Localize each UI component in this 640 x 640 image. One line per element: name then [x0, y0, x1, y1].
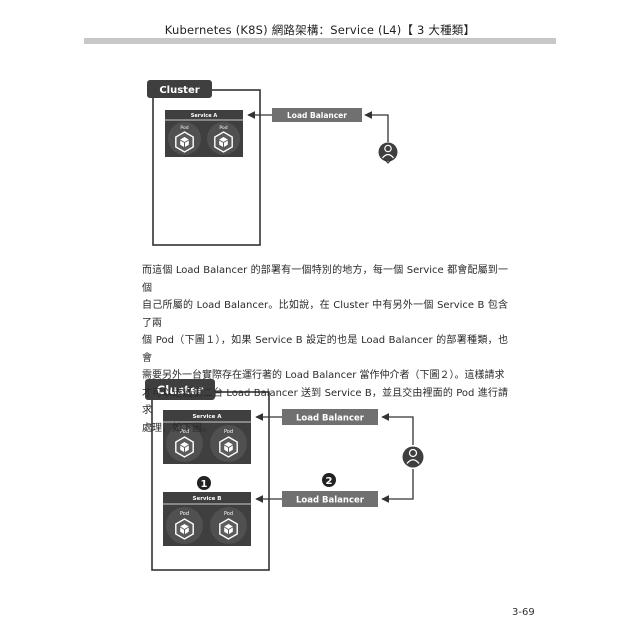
- service-a-label: Service A: [191, 113, 218, 119]
- paragraph-line: 自己所屬的 Load Balancer。比如說，在 Cluster 中有另外一個…: [142, 300, 508, 329]
- cube-icon: [175, 131, 194, 153]
- load-balancer-1-label: Load Balancer: [296, 414, 365, 424]
- paragraph-line: 才可以透過第二台 Load Balancer 送到 Service B，並且交由…: [142, 387, 508, 417]
- cube-icon: [214, 131, 233, 153]
- paragraph-line: 處理，如下圖。: [142, 422, 212, 434]
- service-a-label: Service A: [192, 414, 222, 420]
- cube-icon: [219, 436, 238, 458]
- user-icon: [402, 446, 424, 468]
- load-balancer-label: Load Balancer: [287, 111, 347, 120]
- marker-2: [322, 473, 336, 487]
- pod-a1-label: Pod: [180, 429, 189, 435]
- user-icon: [378, 142, 398, 164]
- page-header-title: Kubernetes (K8S) 網路架構：Service (L4)【 3 大種…: [164, 23, 476, 37]
- page-number: 3-69: [512, 607, 535, 618]
- pod-b2-label: Pod: [224, 511, 233, 517]
- cluster-tag: [147, 80, 212, 98]
- arrow-user-to-lb: [364, 111, 389, 142]
- pod-a2-label: Pod: [224, 429, 233, 435]
- paragraph-line: 需要另外一台實際存在運行著的 Load Balancer 當作仲介者（下圖２）。…: [142, 370, 505, 381]
- diagram-1: Cluster Service A Pod Pod Load Balancer: [147, 80, 398, 246]
- arrow-user-to-lb1: [381, 413, 414, 445]
- load-balancer-box: [272, 108, 362, 122]
- cube-icon: [219, 518, 238, 540]
- paragraph-line: 而這個 Load Balancer 的部署有一個特別的地方，每一個 Servic…: [142, 265, 508, 294]
- marker-1: [197, 476, 211, 490]
- service-b-label: Service B: [193, 496, 222, 502]
- pod-b1-label: Pod: [180, 511, 189, 517]
- cube-icon: [175, 518, 194, 540]
- cube-icon: [175, 436, 194, 458]
- cluster-label: Cluster: [157, 383, 204, 397]
- arrow-user-to-lb2: [381, 469, 414, 503]
- diagram-2: Cluster Service A Pod Pod Service B Pod …: [145, 379, 424, 571]
- load-balancer-2-box: [282, 491, 378, 507]
- marker-2-label: 2: [326, 476, 333, 487]
- pod-2-label: Pod: [219, 125, 227, 131]
- load-balancer-2-label: Load Balancer: [296, 496, 365, 506]
- marker-1-label: 1: [201, 479, 208, 490]
- header-bar: [84, 38, 556, 44]
- cluster-label: Cluster: [159, 85, 199, 96]
- paragraph-line: 個 Pod（下圖１），如果 Service B 設定的也是 Load Balan…: [142, 335, 508, 364]
- pod-1-label: Pod: [180, 125, 188, 131]
- body-paragraph: 而這個 Load Balancer 的部署有一個特別的地方，每一個 Servic…: [142, 262, 508, 437]
- load-balancer-1-box: [282, 409, 378, 425]
- cluster-tag: [145, 379, 215, 400]
